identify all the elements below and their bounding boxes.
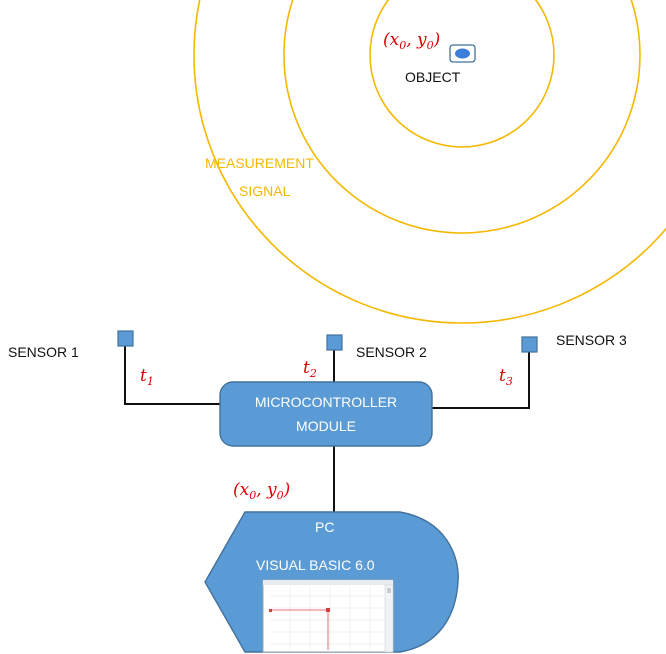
object-icon xyxy=(449,44,476,63)
signal-wave-middle xyxy=(283,0,641,234)
sensor-3: SENSOR 3 t3 xyxy=(499,332,627,388)
sensor-2-icon xyxy=(326,334,343,351)
module-label-line2: MODULE xyxy=(296,418,356,434)
object: (x0, y0) OBJECT xyxy=(383,30,476,85)
signal-wave-inner xyxy=(369,0,555,148)
sensor-3-label: SENSOR 3 xyxy=(556,332,627,348)
sensor-1-time: t1 xyxy=(140,366,154,388)
signal-wave-outer xyxy=(193,0,666,324)
signal-label-line1: MEASUREMENT xyxy=(205,155,314,171)
measurement-signal-label: MEASUREMENT SIGNAL xyxy=(205,155,314,199)
wire-sensor-3 xyxy=(432,348,530,409)
output-coordinates: (x0, y0) xyxy=(233,480,290,502)
signal-label-line2: SIGNAL xyxy=(239,183,291,199)
pc-subtitle: VISUAL BASIC 6.0 xyxy=(256,557,375,573)
wire-sensor-1 xyxy=(124,342,220,405)
measurement-signal-wavefronts xyxy=(193,0,666,324)
microcontroller-module: MICROCONTROLLER MODULE xyxy=(219,381,433,447)
module-label-line1: MICROCONTROLLER xyxy=(255,394,397,410)
sensor-2: SENSOR 2 t2 xyxy=(303,334,427,380)
object-coordinates: (x0, y0) xyxy=(383,30,440,52)
sensor-2-label: SENSOR 2 xyxy=(356,344,427,360)
wiring xyxy=(124,342,530,512)
sensor-3-time: t3 xyxy=(499,366,513,388)
sensor-1-icon xyxy=(117,330,134,347)
vb-app-thumbnail xyxy=(262,579,394,653)
object-label: OBJECT xyxy=(405,69,461,85)
pc: PC VISUAL BASIC 6.0 xyxy=(204,511,459,653)
module-box xyxy=(219,381,433,447)
sensor-1: SENSOR 1 t1 xyxy=(8,330,154,388)
pc-title: PC xyxy=(315,519,334,535)
sensor-1-label: SENSOR 1 xyxy=(8,344,79,360)
sensor-2-time: t2 xyxy=(303,358,317,380)
sensor-3-icon xyxy=(521,336,538,353)
